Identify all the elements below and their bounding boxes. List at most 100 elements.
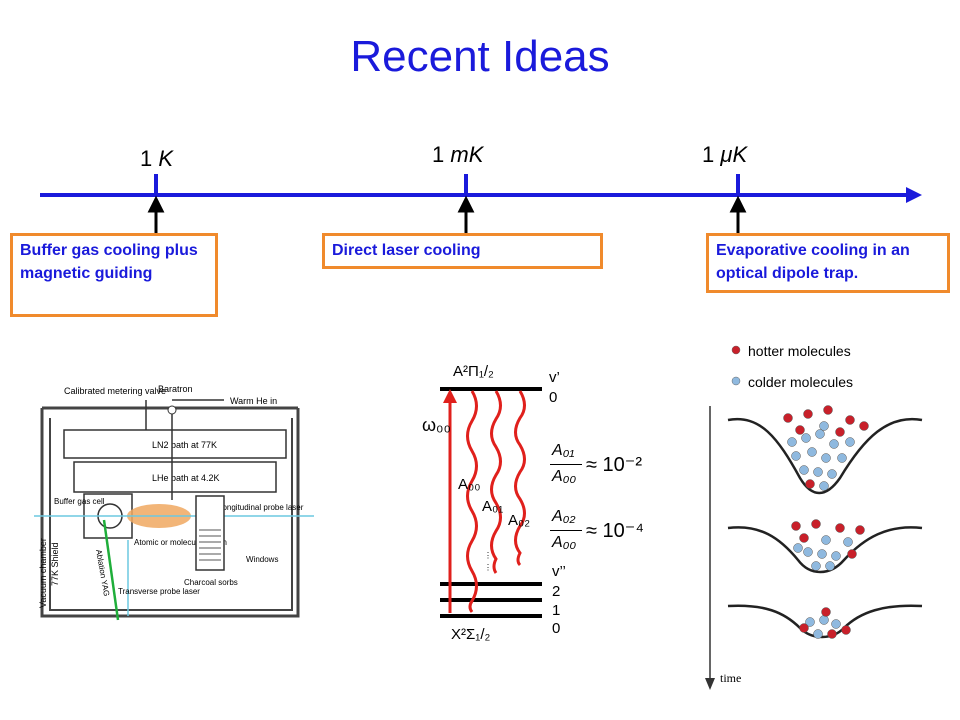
decay-a00	[466, 390, 478, 613]
legend-cold-dot	[731, 376, 741, 386]
omega-label: ω₀₀	[422, 415, 451, 435]
cold-molecule	[787, 437, 797, 447]
transverse-label: Transverse probe laser	[118, 587, 200, 596]
ln2-bath	[63, 429, 287, 459]
hot-molecule	[803, 409, 813, 419]
atomic-beam-label: Atomic or molecular beam	[134, 538, 227, 547]
legend-hot-label: hotter molecules	[748, 343, 851, 359]
cold-molecule	[803, 547, 813, 557]
hot-molecule	[827, 629, 837, 639]
cold-molecule	[819, 421, 829, 431]
cold-molecule	[805, 617, 815, 627]
a02-label: A₀₂	[508, 512, 531, 529]
cold-molecule	[813, 467, 823, 477]
cold-molecule	[825, 561, 835, 571]
timeline-arrowhead	[906, 187, 922, 203]
hot-molecule	[855, 525, 865, 535]
box-evaporative-cooling: Evaporative cooling in an optical dipole…	[706, 233, 950, 293]
legend-cold-label: colder molecules	[748, 374, 854, 390]
hot-molecule	[795, 425, 805, 435]
trap-well-1	[727, 417, 923, 495]
cold-molecule	[815, 429, 825, 439]
buffer-cell-label: Buffer gas cell	[54, 497, 105, 506]
v-dprime-label: v’’	[552, 563, 566, 580]
lhe-bath-label: LHe bath at 4.2K	[152, 473, 220, 483]
lhe-bath	[73, 461, 277, 493]
cold-molecule	[819, 481, 829, 491]
baratron-label: Baratron	[158, 384, 193, 394]
shield-wall	[49, 418, 293, 611]
svg-text:⋮: ⋮	[484, 551, 492, 560]
cold-molecule	[819, 615, 829, 625]
hot-molecule	[811, 519, 821, 529]
valve-label: Calibrated metering valve	[64, 386, 166, 396]
hot-molecule	[847, 549, 857, 559]
ablation-yag-beam	[102, 519, 120, 621]
cold-molecule	[817, 549, 827, 559]
box-direct-laser-cooling: Direct laser cooling	[322, 233, 603, 269]
cold-molecule	[799, 465, 809, 475]
charcoal-sorbs	[195, 495, 225, 571]
hot-molecule	[799, 623, 809, 633]
v-prime-0-label: 0	[549, 389, 558, 406]
cold-molecule	[791, 451, 801, 461]
hot-molecule	[791, 521, 801, 531]
ratio-a01: A₀₁ A₀₀ ≈ 10⁻²	[550, 442, 642, 485]
cold-molecule	[801, 433, 811, 443]
v2-label: 2	[552, 583, 561, 600]
ratio-a02: A₀₂ A₀₀ ≈ 10⁻⁴	[550, 508, 644, 551]
hot-molecule	[783, 413, 793, 423]
decay-a02	[514, 390, 526, 567]
buffer-gas-apparatus-diagram: LN2 bath at 77K LHe bath at 4.2K Calibra…	[34, 380, 334, 624]
arrow-1k-head	[147, 195, 165, 213]
temperature-timeline	[40, 174, 922, 234]
windows-label: Windows	[246, 555, 278, 564]
lower-state-label: X²Σ₁/₂	[451, 626, 491, 643]
hot-molecule	[821, 607, 831, 617]
cold-molecule	[829, 439, 839, 449]
arrow-1uk-head	[729, 195, 747, 213]
cold-molecule	[831, 619, 841, 629]
hot-molecule	[805, 479, 815, 489]
time-label: time	[720, 671, 741, 685]
charcoal-label: Charcoal sorbs	[184, 578, 238, 587]
hot-molecule	[859, 421, 869, 431]
hot-molecule	[835, 427, 845, 437]
cold-molecule	[821, 535, 831, 545]
cold-molecule	[807, 447, 817, 457]
label-1mk: 1 mK	[432, 142, 484, 167]
v0-label: 0	[552, 620, 561, 637]
evaporative-cooling-diagram: time	[705, 345, 923, 690]
cold-molecule	[811, 561, 821, 571]
hot-molecule	[823, 405, 833, 415]
arrow-1mk-head	[457, 195, 475, 213]
warm-he-label: Warm He in	[230, 396, 277, 406]
cold-molecule	[843, 537, 853, 547]
vacuum-label: Vacuum chamber	[38, 538, 48, 608]
label-1k: 1 K	[140, 146, 174, 171]
trap-well-3	[727, 604, 923, 639]
decay-a01	[490, 390, 502, 574]
trap-well-2	[727, 526, 923, 574]
cold-molecule	[837, 453, 847, 463]
cold-molecule	[831, 551, 841, 561]
cold-molecule	[793, 543, 803, 553]
shield-label: 77K Shield	[50, 542, 60, 586]
molecule-particles	[783, 405, 869, 639]
cold-molecule	[821, 453, 831, 463]
label-1uk: 1 μK	[702, 142, 748, 167]
svg-text:⋮: ⋮	[484, 563, 492, 572]
cold-molecule	[827, 469, 837, 479]
upper-state-label: A²Π₁/₂	[453, 363, 494, 380]
ln2-bath-label: LN2 bath at 77K	[152, 440, 217, 450]
legend-hot-dot	[731, 345, 741, 355]
vacuum-chamber-wall	[40, 408, 300, 618]
a00-label: A₀₀	[458, 476, 481, 493]
hot-molecule	[835, 523, 845, 533]
cold-molecule	[845, 437, 855, 447]
longitudinal-label: Longitudinal probe laser	[218, 503, 304, 512]
box-buffer-gas-cooling: Buffer gas cooling plus magnetic guiding	[10, 233, 218, 317]
hot-molecule	[845, 415, 855, 425]
v1-label: 1	[552, 602, 561, 619]
v-prime-label: v’	[549, 369, 560, 386]
